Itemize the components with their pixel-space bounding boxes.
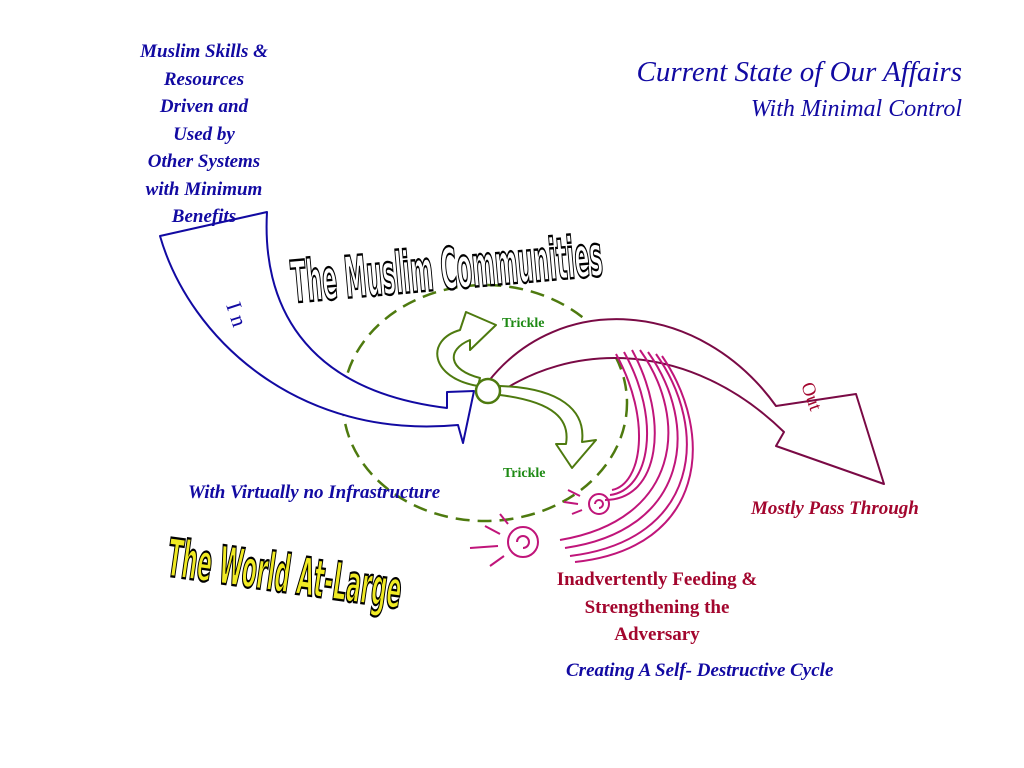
slide-subtitle: With Minimal Control	[750, 96, 962, 122]
swirl-large	[469, 513, 539, 567]
skills-line: Used by	[173, 123, 235, 145]
pass-through-note: Mostly Pass Through	[751, 498, 919, 519]
out-arrow	[487, 318, 885, 485]
trickle-bottom-label: Trickle	[503, 466, 546, 481]
world-at-large-label: The World At-Large	[164, 528, 406, 621]
cycle-note: Creating A Self- Destructive Cycle	[566, 660, 834, 681]
skills-note: Muslim Skills & Resources Driven and Use…	[112, 38, 296, 231]
trickle-bottom-arrow	[499, 385, 597, 469]
skills-line: Resources	[163, 68, 245, 90]
leakage-streams	[559, 349, 694, 563]
skills-line: Muslim Skills &	[140, 41, 268, 62]
skills-line: Driven and	[159, 96, 249, 117]
skills-line: Benefits	[171, 206, 237, 227]
trickle-top-label: Trickle	[502, 316, 545, 331]
slide-title: Current State of Our Affairs	[636, 56, 962, 88]
feeding-line: Adversary	[614, 624, 700, 645]
feeding-line: Strengthening the	[584, 596, 730, 618]
skills-line: with Minimum	[145, 178, 263, 200]
trickle-top-arrow	[436, 311, 497, 387]
skills-line: Other Systems	[147, 151, 261, 172]
in-arrow	[159, 211, 475, 444]
feeding-line: Inadvertently Feeding &	[556, 569, 758, 590]
swirl-small	[563, 489, 610, 515]
infrastructure-note: With Virtually no Infrastructure	[188, 482, 441, 503]
feeding-note: Inadvertently Feeding & Strengthening th…	[528, 566, 786, 649]
center-node	[474, 377, 502, 405]
